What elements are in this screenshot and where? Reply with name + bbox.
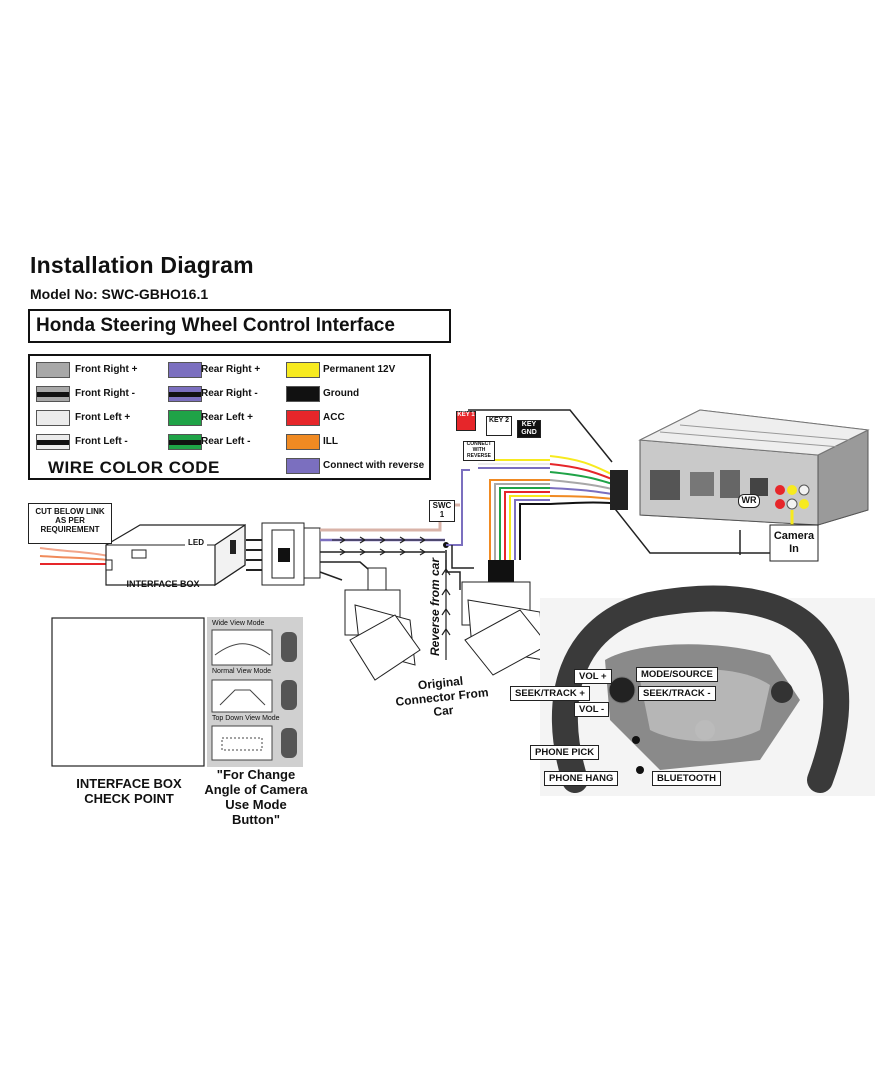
connect-reverse-label: CONNECT WITH REVERSE [463,441,495,461]
reverse-from-car-label: Reverse from car [428,557,442,657]
legend-label: Front Left + [75,412,131,423]
swatch-front-left-minus [36,434,70,450]
phone-hang-tag: PHONE HANG [544,771,619,786]
legend-label: Front Right + [75,364,138,375]
swatch-ill [286,434,320,450]
head-unit [638,409,870,526]
interface-box-label: INTERFACE BOX [126,579,200,589]
swc-label: SWC 1 [429,500,455,522]
camera-mode-note: "For Change Angle of Camera Use Mode But… [204,767,308,827]
vol-plus-tag: VOL + [574,669,612,684]
swatch-rear-left-minus [168,434,202,450]
swatch-front-right-minus [36,386,70,402]
seek-plus-tag: SEEK/TRACK + [510,686,590,701]
legend-label: Connect with reverse [323,460,425,471]
phone-pick-tag: PHONE PICK [530,745,600,760]
legend-label: Rear Right - [201,388,258,399]
legend-label: Permanent 12V [323,364,396,375]
normal-view-label: Normal View Mode [212,668,272,675]
key2-label: KEY 2 [486,416,512,436]
camera-in-wire [769,510,819,562]
legend-label: Rear Right + [201,364,261,375]
swatch-rear-left-plus [168,410,202,426]
wide-view-label: Wide View Mode [212,620,265,627]
harness-wires [319,469,474,590]
legend-heading: WIRE COLOR CODE [48,458,220,477]
key-wire [468,409,770,555]
swatch-front-left-plus [36,410,70,426]
interface-harness [246,522,321,586]
legend-label: Ground [323,388,360,399]
check-point-frame [51,617,205,767]
camera-view-panel [207,617,303,767]
legend-label: Front Left - [75,436,128,447]
camera-in-label: Camera In [773,530,815,555]
wr-label: WR [738,494,760,508]
page-title: Installation Diagram [30,252,254,278]
key1-label: KEY 1 [456,411,476,431]
stereo-harness [478,455,628,560]
legend-label: Rear Left + [201,412,253,423]
led-label: LED [185,538,207,548]
swatch-rear-right-plus [168,362,202,378]
loose-wires [39,547,109,566]
swatch-front-right-plus [36,362,70,378]
swatch-ground [286,386,320,402]
oem-connector-right [461,560,549,676]
legend-label: Rear Left - [201,436,251,447]
swatch-permanent-12v [286,362,320,378]
oem-connector-left [344,567,421,681]
model-number: Model No: SWC-GBHO16.1 [30,286,209,302]
key-gnd-label: KEY GND [517,420,541,438]
reverse-wire [441,560,451,660]
wire-color-legend: Front Right + Front Right - Front Left +… [28,354,431,480]
swatch-acc [286,410,320,426]
bluetooth-tag: BLUETOOTH [652,771,721,786]
swatch-connect-reverse [286,458,320,474]
swatch-rear-right-minus [168,386,202,402]
vol-minus-tag: VOL - [574,702,610,717]
top-view-label: Top Down View Mode [212,715,280,722]
legend-label: ACC [323,412,345,423]
interface-box [105,523,246,587]
cut-link-label: CUT BELOW LINK AS PER REQUIREMENT [28,503,112,544]
mode-source-tag: MODE/SOURCE [636,667,718,682]
legend-label: ILL [323,436,338,447]
diagram-subtitle: Honda Steering Wheel Control Interface [28,309,451,343]
seek-minus-tag: SEEK/TRACK - [638,686,716,701]
check-point-label: INTERFACE BOX CHECK POINT [76,776,182,806]
legend-label: Front Right - [75,388,135,399]
